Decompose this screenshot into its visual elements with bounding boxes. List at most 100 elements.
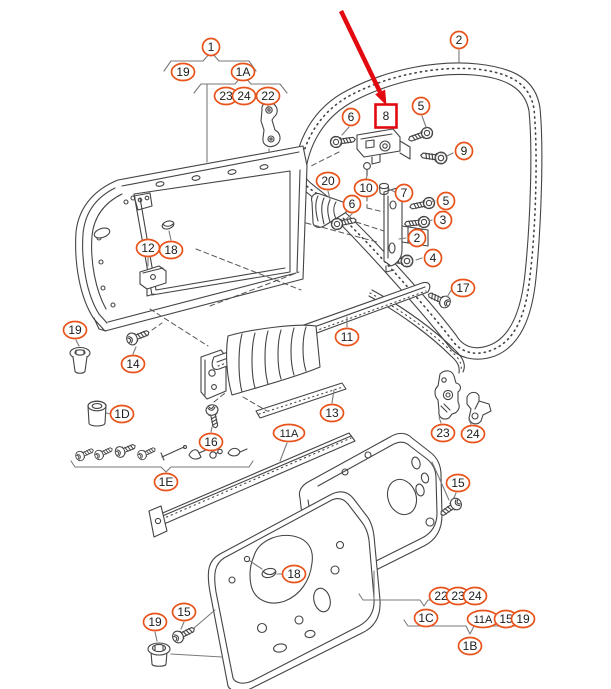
door-check-strap — [260, 101, 281, 148]
bolt-5-lower — [408, 195, 437, 214]
svg-text:15: 15 — [451, 476, 465, 490]
svg-text:15: 15 — [499, 612, 513, 626]
callout-17[interactable]: 17 — [450, 278, 476, 298]
svg-text:19: 19 — [68, 323, 82, 337]
svg-text:6: 6 — [349, 197, 356, 211]
svg-text:1B: 1B — [463, 639, 478, 653]
svg-text:19: 19 — [176, 65, 190, 79]
callout-24[interactable]: 24 — [462, 586, 488, 606]
callout-1A[interactable]: 1A — [230, 62, 256, 82]
screw-14 — [124, 326, 152, 348]
svg-text:7: 7 — [401, 186, 408, 200]
svg-text:3: 3 — [440, 213, 447, 227]
svg-text:11A: 11A — [280, 428, 299, 440]
door-beam-assembly — [200, 281, 492, 430]
svg-text:19: 19 — [148, 615, 162, 629]
callout-19[interactable]: 19 — [170, 62, 196, 82]
svg-text:14: 14 — [126, 357, 140, 371]
callout-5[interactable]: 5 — [411, 96, 431, 116]
svg-text:20: 20 — [321, 174, 335, 188]
svg-text:19: 19 — [516, 612, 530, 626]
svg-text:15: 15 — [177, 605, 191, 619]
callout-19[interactable]: 19 — [62, 320, 88, 340]
callout-4[interactable]: 4 — [423, 248, 443, 268]
callout-15[interactable]: 15 — [493, 609, 519, 629]
callout-9[interactable]: 9 — [454, 141, 474, 161]
svg-text:12: 12 — [141, 241, 155, 255]
svg-text:17: 17 — [456, 281, 470, 295]
callout-19[interactable]: 19 — [142, 612, 168, 632]
svg-text:1D: 1D — [114, 407, 130, 421]
callout-7[interactable]: 7 — [394, 183, 414, 203]
callout-2[interactable]: 2 — [449, 30, 469, 50]
callout-2[interactable]: 2 — [407, 228, 427, 248]
plug-18-upper — [161, 220, 175, 230]
brace-group-1e — [70, 460, 254, 473]
leader-lines — [70, 49, 535, 658]
svg-text:2: 2 — [456, 33, 463, 47]
svg-text:10: 10 — [359, 181, 373, 195]
svg-text:23: 23 — [219, 89, 233, 103]
brace-group-1 — [163, 52, 257, 72]
callout-1C[interactable]: 1C — [413, 608, 439, 628]
callout-1E[interactable]: 1E — [153, 472, 179, 492]
latch-bracket-24 — [466, 391, 492, 425]
svg-text:13: 13 — [325, 406, 339, 420]
callout-6[interactable]: 6 — [342, 194, 362, 214]
callout-13[interactable]: 13 — [319, 403, 345, 423]
fastener-kit-1e — [73, 440, 248, 463]
svg-text:1C: 1C — [418, 611, 434, 625]
callout-16[interactable]: 16 — [198, 432, 224, 452]
door-latch-23 — [434, 370, 461, 420]
svg-text:24: 24 — [468, 589, 482, 603]
callout-22[interactable]: 22 — [255, 86, 281, 106]
bolt-5-upper — [406, 125, 435, 146]
trim-strip-13 — [255, 382, 347, 419]
svg-text:18: 18 — [164, 243, 178, 257]
upper-hinge-bracket — [356, 128, 401, 158]
callout-23[interactable]: 23 — [445, 586, 471, 606]
latch-rail — [368, 289, 465, 374]
callout-6[interactable]: 6 — [341, 107, 361, 127]
screw-17 — [425, 288, 453, 311]
door-shell — [75, 145, 308, 332]
svg-text:22: 22 — [434, 589, 448, 603]
callout-1[interactable]: 1 — [201, 37, 221, 57]
screw-15-left — [170, 622, 198, 646]
callout-3[interactable]: 3 — [433, 210, 453, 230]
callout-24[interactable]: 24 — [460, 424, 486, 444]
callout-15[interactable]: 15 — [445, 473, 471, 493]
door-seal-loop — [293, 62, 543, 360]
svg-text:11: 11 — [341, 330, 354, 344]
callout-8[interactable]: 8 — [374, 103, 398, 129]
callout-20[interactable]: 20 — [315, 171, 341, 191]
callout-11A[interactable]: 11A — [466, 609, 500, 629]
callout-15[interactable]: 15 — [171, 602, 197, 622]
callout-19[interactable]: 19 — [510, 609, 536, 629]
callout-11[interactable]: 11 — [334, 327, 360, 347]
svg-text:24: 24 — [466, 427, 480, 441]
impact-absorber — [226, 324, 321, 396]
callout-23[interactable]: 23 — [213, 86, 239, 106]
callout-24[interactable]: 24 — [231, 86, 257, 106]
highlight-arrow — [338, 10, 387, 106]
svg-text:6: 6 — [348, 110, 355, 124]
callout-23[interactable]: 23 — [430, 423, 456, 443]
callout-18[interactable]: 18 — [158, 240, 184, 260]
grommet-19-lower — [147, 642, 171, 667]
bolt-6-upper — [329, 133, 357, 149]
callout-1D[interactable]: 1D — [109, 404, 135, 424]
bolt-9 — [419, 148, 449, 166]
callout-1B[interactable]: 1B — [457, 636, 483, 656]
callout-10[interactable]: 10 — [353, 178, 379, 198]
svg-text:18: 18 — [287, 567, 301, 581]
svg-text:1: 1 — [208, 40, 215, 54]
callout-11A[interactable]: 11A — [272, 423, 306, 443]
callout-12[interactable]: 12 — [135, 238, 161, 258]
svg-text:23: 23 — [451, 589, 465, 603]
svg-text:9: 9 — [461, 144, 468, 158]
callout-14[interactable]: 14 — [120, 354, 146, 374]
small-fasteners — [69, 326, 465, 667]
callout-5[interactable]: 5 — [436, 191, 456, 211]
callout-18[interactable]: 18 — [281, 564, 307, 584]
